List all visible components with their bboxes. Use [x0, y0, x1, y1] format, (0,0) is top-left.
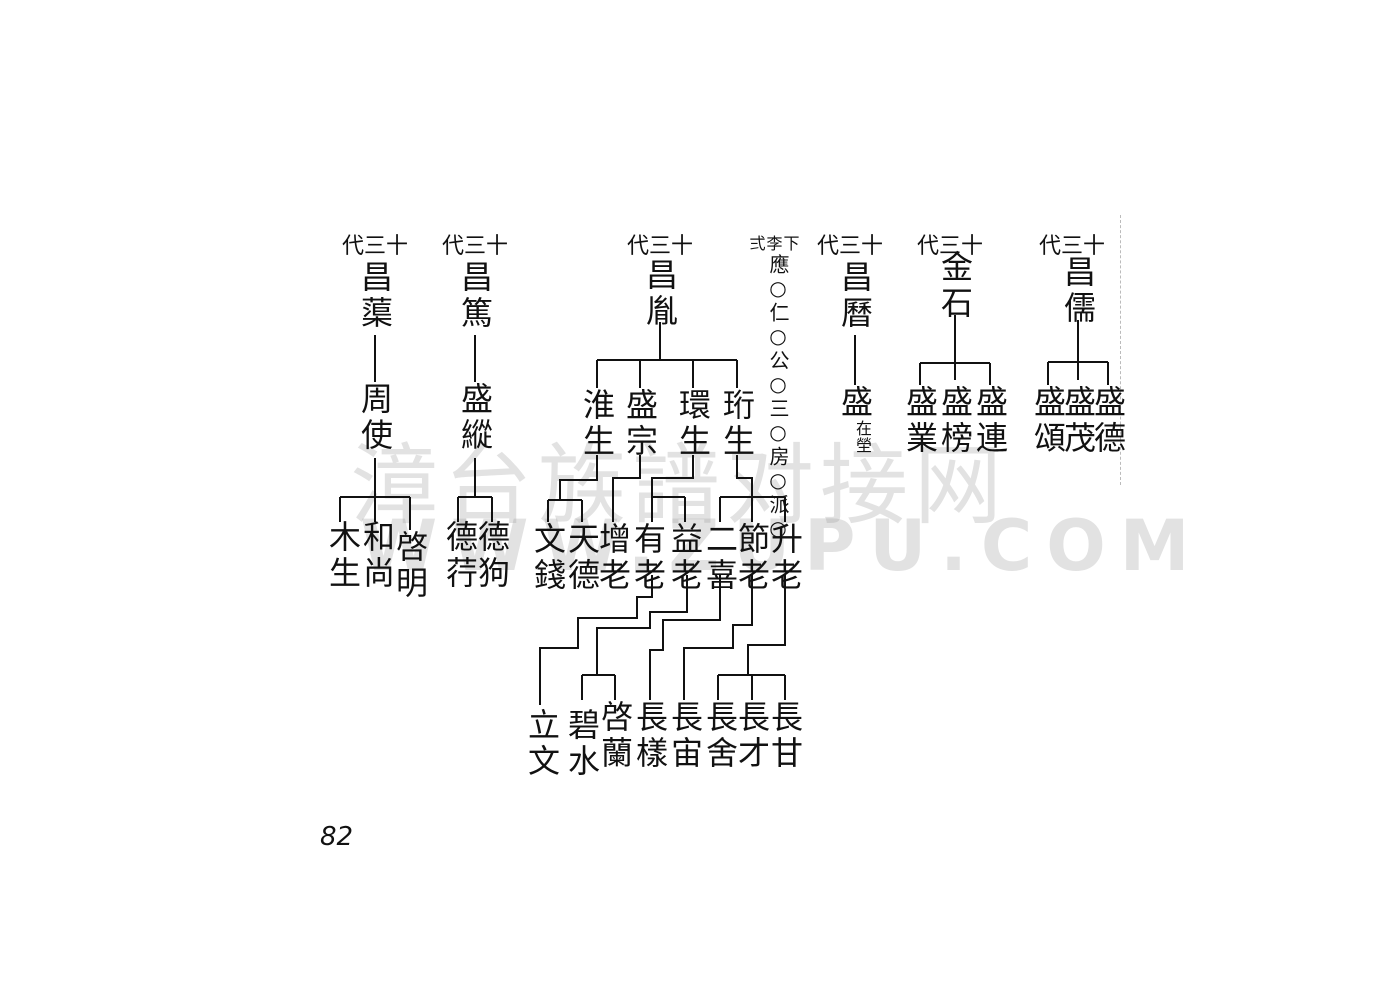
line-family-7	[1047, 320, 1109, 385]
person-grandson: 有老	[629, 522, 667, 594]
person-grandson: 德狗	[473, 520, 511, 592]
person-great-grandson: 長甘	[766, 700, 804, 772]
person-son: 盛縱	[456, 382, 494, 454]
person-grandson: 天德	[563, 522, 601, 594]
person-great-grandson: 長舍	[701, 700, 739, 772]
generation-label: 十三代	[341, 234, 409, 259]
person-grandson: 二喜	[701, 522, 739, 594]
person-son: 盛連	[971, 385, 1009, 457]
person-grandson: 和尚	[358, 520, 396, 592]
person-great-grandson: 立文	[523, 708, 561, 780]
person-grandson: 升老	[766, 522, 804, 594]
person-grandson: 益老	[666, 522, 704, 594]
person-son: 盛	[836, 385, 874, 421]
person-grandson: 文錢	[529, 522, 567, 594]
person-son: 環生	[674, 388, 712, 460]
person-son: 盛茂	[1059, 385, 1097, 457]
person-son: 盛德	[1089, 385, 1127, 457]
person-great-grandson: 長才	[733, 700, 771, 772]
generation-label: 十三代	[626, 234, 694, 259]
person-head: 昌曆	[836, 260, 874, 332]
person-head: 昌篤	[456, 260, 494, 332]
line-family-3-greatgrandsons	[539, 575, 786, 705]
person-great-grandson: 長樣	[631, 700, 669, 772]
person-head: 昌儒	[1059, 255, 1097, 327]
person-grandson: 節老	[733, 522, 771, 594]
line-family-3-grandsons	[547, 455, 786, 522]
line-family-2	[457, 335, 493, 522]
person-grandson: 德荇	[441, 520, 479, 592]
generation-label: 十三代	[916, 234, 984, 259]
person-head: 昌蕖	[356, 260, 394, 332]
person-son: 淮生	[578, 388, 616, 460]
line-family-6	[919, 315, 991, 385]
person-grandson: 啓明	[391, 530, 429, 602]
page-edge	[1120, 215, 1121, 485]
person-son: 盛業	[901, 385, 939, 457]
page-number: 82	[320, 822, 354, 852]
person-son: 盛頌	[1029, 385, 1067, 457]
generation-label: 十三代	[441, 234, 509, 259]
person-grandson: 木生	[324, 520, 362, 592]
person-head: 金石	[936, 250, 974, 322]
person-great-grandson: 啓蘭	[596, 700, 634, 772]
branch-note: 應○仁○公○三○房○派○	[766, 254, 790, 542]
person-son: 周使	[356, 382, 394, 454]
person-son: 盛宗	[621, 388, 659, 460]
branch-note-small: 下李弍	[749, 234, 801, 253]
person-son: 盛榜	[936, 385, 974, 457]
line-family-1	[339, 335, 411, 530]
line-family-3-sons	[596, 322, 738, 388]
person-great-grandson: 碧水	[563, 708, 601, 780]
burial-note: 在塋	[853, 420, 872, 454]
person-son: 珩生	[718, 388, 756, 460]
generation-label: 十三代	[816, 234, 884, 259]
person-head: 昌胤	[641, 258, 679, 330]
generation-label: 十三代	[1038, 234, 1106, 259]
person-grandson: 增老	[594, 522, 632, 594]
person-great-grandson: 長宙	[666, 700, 704, 772]
